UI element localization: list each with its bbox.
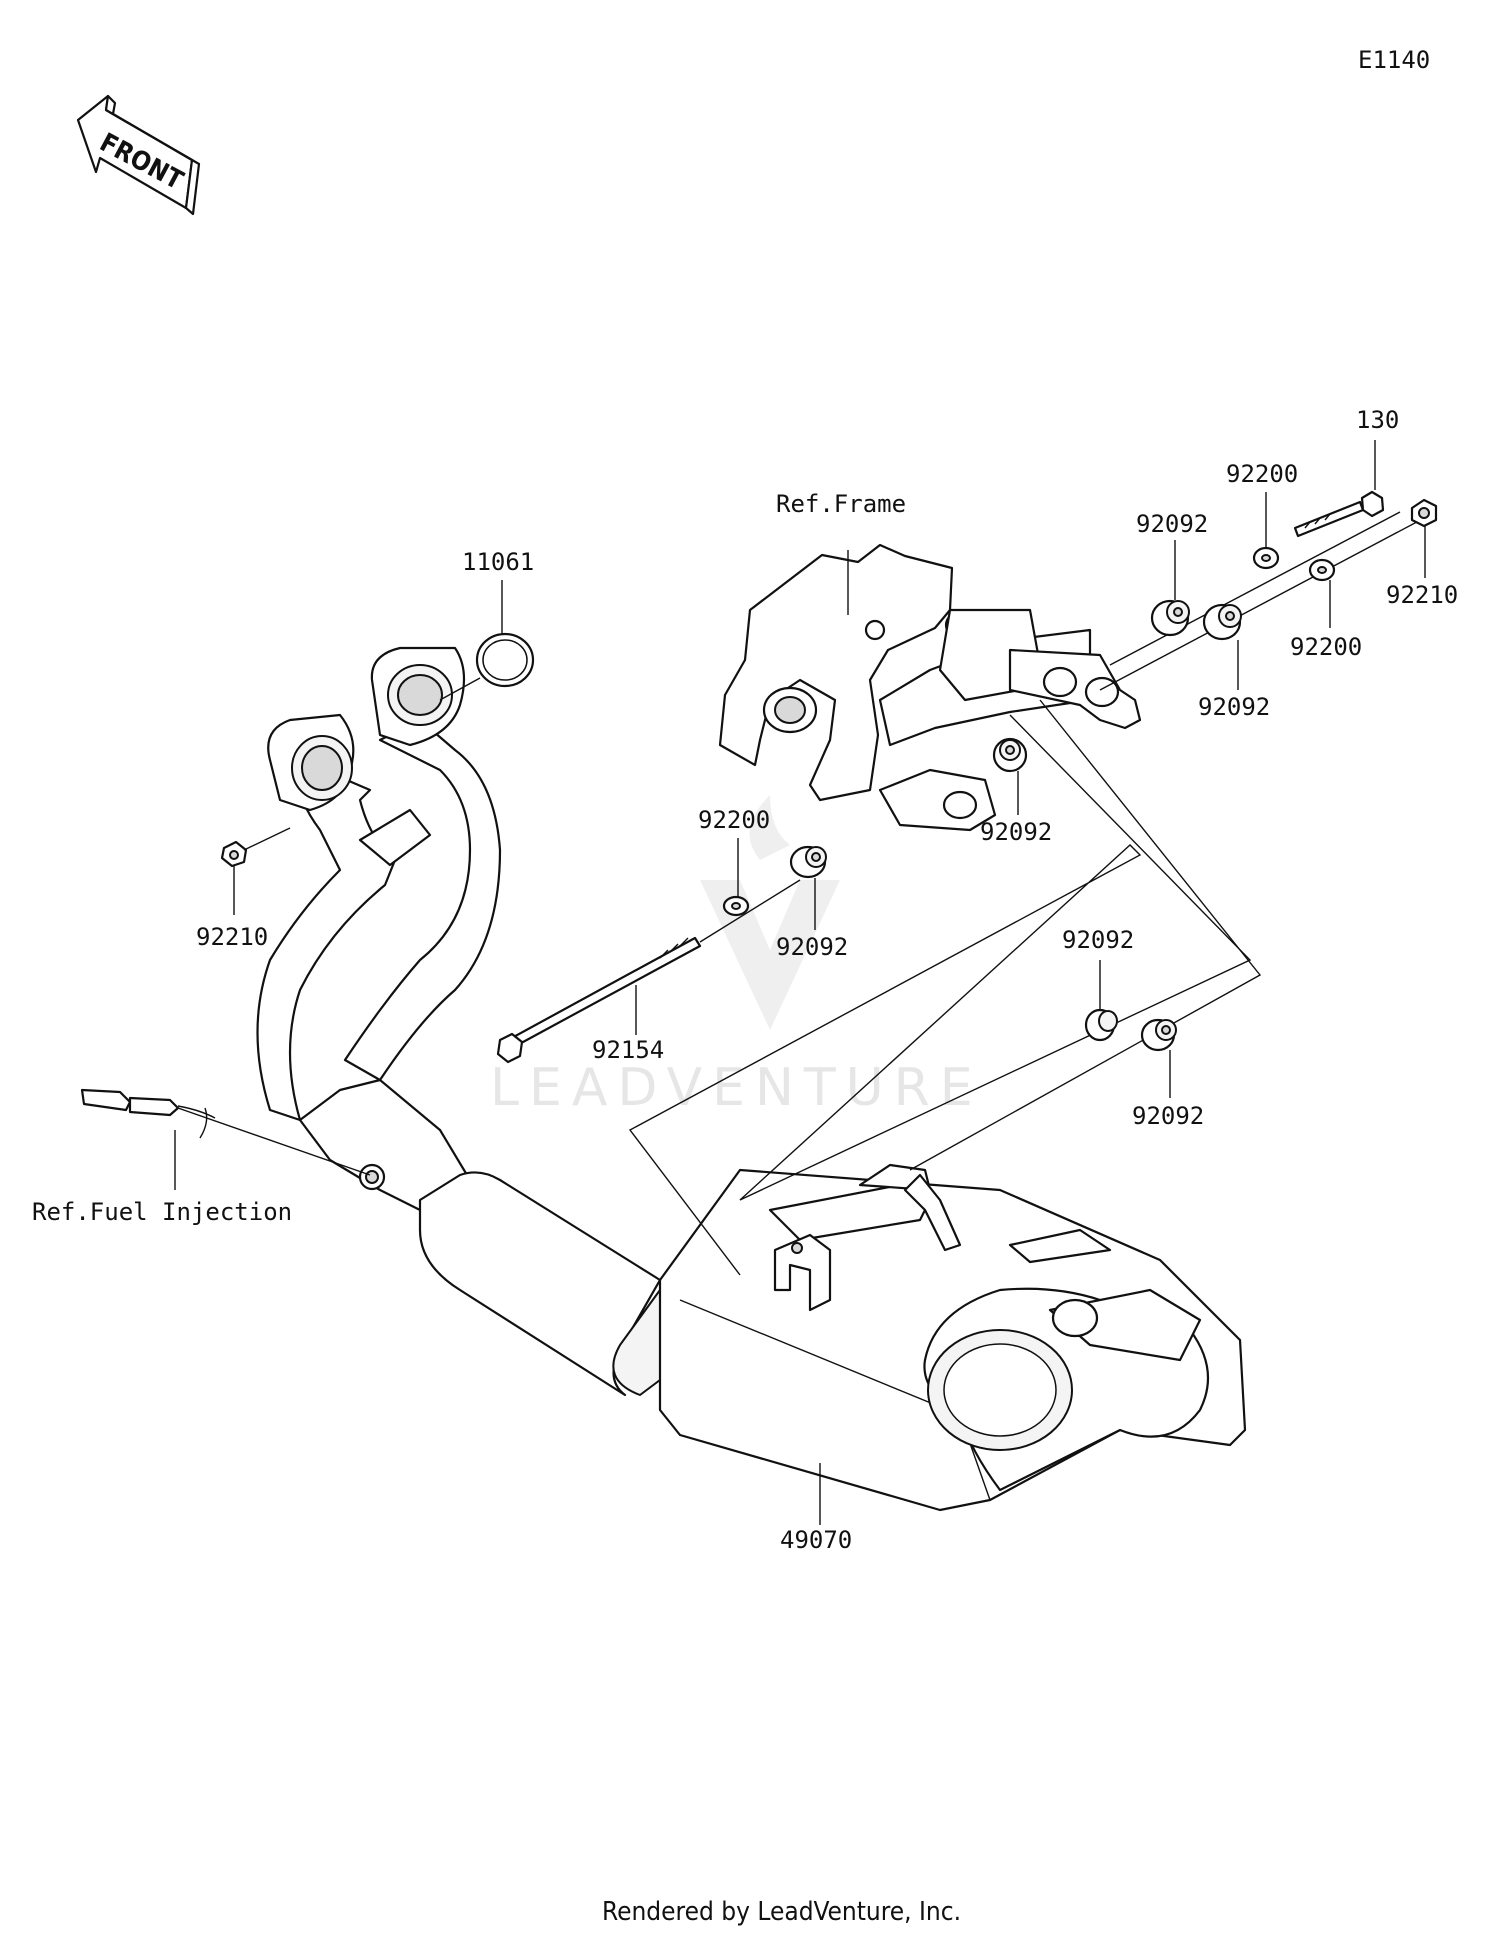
washer-92200-right <box>1308 558 1336 582</box>
part-92210-right-label: 92210 <box>1386 581 1458 609</box>
nut-92210-left <box>220 840 248 868</box>
part-92092-top-left-label: 92092 <box>1136 510 1208 538</box>
part-92092-top-right-label: 92092 <box>1198 693 1270 721</box>
ref-frame-label: Ref.Frame <box>776 490 906 518</box>
frame-bracket <box>718 543 1142 832</box>
part-92200-mid-label: 92200 <box>698 806 770 834</box>
part-92200-right-label: 92200 <box>1290 633 1362 661</box>
part-92092-lower-bottom-label: 92092 <box>1132 1102 1204 1130</box>
watermark: LEADVENTURE <box>490 795 983 1118</box>
grommet-92092-frame <box>992 737 1028 773</box>
part-49070-label: 49070 <box>780 1526 852 1554</box>
washer-92200-top <box>1252 546 1280 570</box>
part-92200-top-label: 92200 <box>1226 460 1298 488</box>
part-92210-left-label: 92210 <box>196 923 268 951</box>
grommet-92092-mid <box>789 845 827 879</box>
grommet-92092-top-right <box>1202 603 1242 641</box>
front-arrow-icon: FRONT <box>76 94 201 216</box>
washer-92200-mid <box>722 895 750 917</box>
o2-sensor <box>80 1088 216 1139</box>
part-92154-label: 92154 <box>592 1036 664 1064</box>
grommet-92092-lower-bottom <box>1140 1018 1177 1052</box>
part-11061-label: 11061 <box>462 548 534 576</box>
long-bolt-92154 <box>496 936 702 1064</box>
diagram-code: E1140 <box>1358 46 1430 74</box>
ref-fuel-injection-label: Ref.Fuel Injection <box>32 1198 292 1226</box>
part-92092-frame-label: 92092 <box>980 818 1052 846</box>
nut-92210-right <box>1410 498 1438 528</box>
footer-credit: Rendered by LeadVenture, Inc. <box>602 1897 961 1927</box>
watermark-text: LEADVENTURE <box>490 1058 983 1118</box>
gasket-ring <box>475 632 535 688</box>
header-pipes <box>256 646 502 1212</box>
bolt-130 <box>1293 490 1385 538</box>
grommet-92092-top-left <box>1150 599 1190 637</box>
part-92092-mid-label: 92092 <box>776 933 848 961</box>
grommet-92092-lower-top <box>1084 1008 1118 1042</box>
part-92092-lower-top-label: 92092 <box>1062 926 1134 954</box>
part-130-label: 130 <box>1356 406 1399 434</box>
muffler <box>418 1163 1247 1512</box>
